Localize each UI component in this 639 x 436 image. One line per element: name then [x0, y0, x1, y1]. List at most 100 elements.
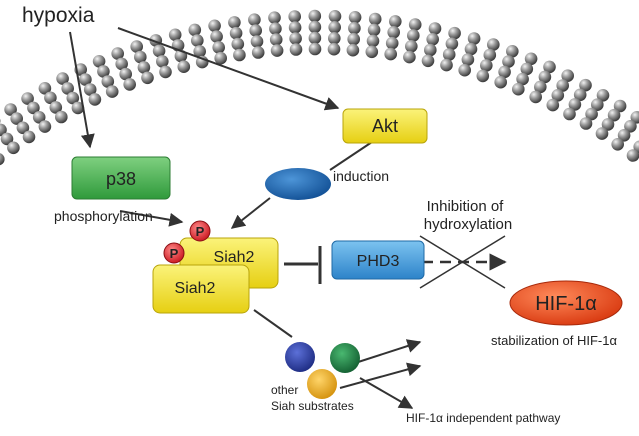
membrane-bead: [308, 9, 322, 23]
p38-node: p38: [71, 156, 171, 200]
membrane-bead: [476, 69, 490, 83]
membrane-bead: [38, 120, 52, 133]
membrane-bead: [71, 101, 85, 115]
membrane-bead: [79, 73, 92, 86]
membrane-bead: [494, 75, 508, 89]
line-akt-to-induction: [329, 141, 373, 171]
membrane-bead: [188, 23, 202, 37]
membrane-bead: [346, 43, 360, 57]
siah2-back-label: Siah2: [214, 249, 255, 266]
hypoxia-label: hypoxia: [22, 4, 95, 27]
membrane-bead: [111, 47, 124, 60]
membrane-bead: [328, 32, 341, 45]
membrane-bead: [596, 89, 610, 102]
membrane-bead: [407, 29, 420, 42]
membrane-bead: [607, 108, 621, 122]
membrane-bead: [487, 38, 500, 51]
membrane-bead: [506, 45, 519, 58]
membrane-bead: [308, 42, 322, 56]
membrane-bead: [137, 61, 151, 74]
membrane-bead: [268, 11, 281, 24]
membrane-bead: [289, 32, 302, 45]
membrane-bead: [428, 22, 442, 35]
cross-out-icon: [419, 235, 506, 289]
membrane-bead: [512, 82, 525, 96]
phd3-label: PHD3: [357, 253, 400, 270]
membrane-bead: [56, 72, 69, 85]
membrane-bead: [348, 10, 362, 24]
membrane-bead: [516, 72, 529, 86]
siah2-front-label: Siah2: [175, 280, 216, 297]
arrow-hypoxia-to-p38: [69, 31, 95, 149]
inhibition-label-line2: hydroxylation: [424, 216, 512, 233]
membrane-bead: [249, 24, 262, 37]
siah2-front-node: Siah2: [152, 264, 250, 314]
membrane-bead: [424, 43, 437, 57]
induction-factor-ellipse: [265, 168, 331, 200]
membrane-bead: [0, 153, 5, 166]
membrane-bead: [250, 35, 264, 48]
membrane-bead: [467, 32, 481, 45]
membrane-bead: [210, 30, 223, 43]
membrane-bead: [347, 32, 361, 46]
membrane-bead: [551, 89, 565, 102]
membrane-bead: [613, 99, 627, 113]
membrane-bead: [328, 21, 342, 34]
membrane-bead: [66, 91, 80, 105]
membrane-bead: [251, 46, 265, 59]
membrane-bead: [152, 44, 166, 58]
membrane-bead: [130, 40, 143, 53]
membrane-bead: [0, 132, 14, 146]
membrane-bead: [421, 54, 435, 68]
membrane-bead: [461, 53, 475, 66]
membrane-bead: [231, 37, 245, 51]
phospho-2-label: P: [170, 246, 179, 261]
membrane-bead: [617, 129, 631, 142]
membrane-bead: [520, 62, 534, 76]
hif1a-node: HIF-1α: [509, 280, 623, 326]
membrane-bead: [543, 60, 556, 74]
phosphorylation-label: phosphorylation: [54, 208, 153, 224]
arrow-induction: [230, 197, 271, 229]
membrane-bead: [601, 118, 615, 131]
membrane-bead: [55, 110, 68, 124]
membrane-bead: [366, 34, 380, 48]
membrane-bead: [387, 26, 401, 39]
membrane-bead: [233, 48, 246, 62]
line-siah2-to-substrates: [253, 309, 293, 338]
membrane-bead: [4, 103, 17, 116]
akt-label: Akt: [372, 116, 398, 136]
membrane-bead: [61, 82, 74, 95]
arrow-hypoxia-to-akt: [117, 27, 340, 111]
substrate-blue-circle: [285, 342, 315, 372]
membrane-bead: [32, 111, 46, 124]
membrane-bead: [10, 112, 23, 125]
membrane-bead: [88, 93, 102, 106]
membrane-bead: [214, 51, 227, 65]
membrane-bead: [229, 26, 243, 40]
membrane-bead: [405, 40, 418, 53]
membrane-bead: [308, 31, 322, 45]
membrane-bead: [458, 63, 472, 77]
membrane-bead: [498, 65, 511, 79]
membrane-bead: [159, 65, 172, 79]
membrane-bead: [92, 55, 106, 68]
substrate-green-circle: [330, 343, 360, 373]
phospho-1-label: P: [196, 224, 205, 239]
inhibition-symbol: [284, 246, 322, 284]
membrane-bead: [248, 13, 261, 26]
other-substrates-label-line1: other: [271, 383, 298, 397]
membrane-bead: [480, 59, 493, 72]
membrane-bead: [611, 138, 624, 151]
arrow-phosphorylation: [119, 210, 184, 227]
membrane-bead: [403, 50, 416, 64]
membrane-bead: [561, 69, 574, 82]
arrow-independent-pathway: [359, 377, 414, 409]
membrane-bead: [49, 101, 63, 114]
phospho-2: P: [163, 242, 185, 264]
membrane-bead: [308, 20, 322, 34]
membrane-bead: [384, 47, 398, 61]
membrane-bead: [328, 9, 342, 23]
membrane-bead: [105, 85, 119, 98]
